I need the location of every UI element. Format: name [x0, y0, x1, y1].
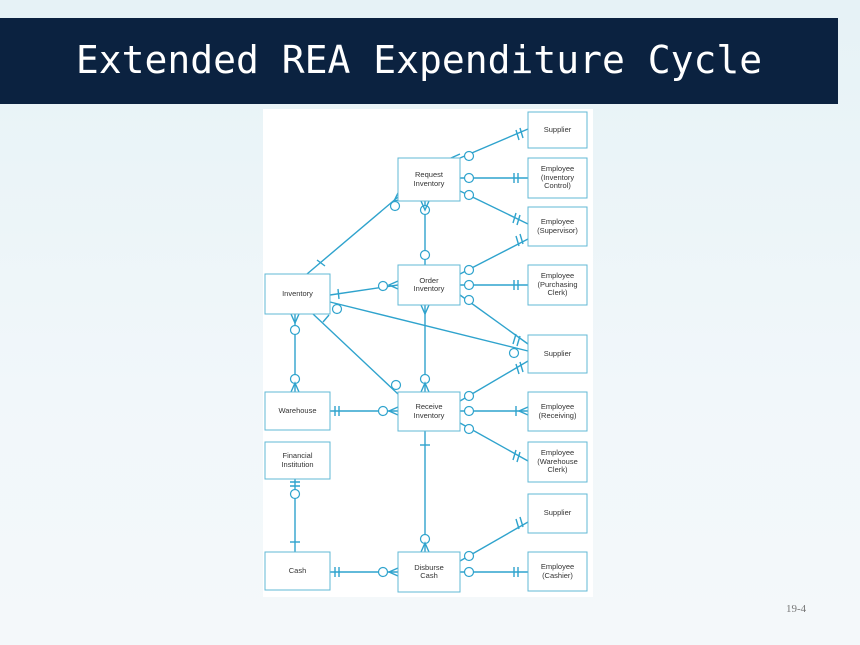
title-bar — [0, 18, 838, 104]
entity-request-inventory: Request Inventory — [413, 170, 445, 188]
entity-receive-inventory: Receive Inventory — [413, 402, 445, 420]
entity-warehouse: Warehouse — [278, 405, 317, 415]
rea-diagram: Supplier Request Inventory Employee (Inv… — [263, 109, 593, 597]
entity-disburse-cash: Disburse Cash — [414, 562, 444, 580]
entity-financial-institution: Financial Institution — [281, 451, 314, 469]
entity-supplier-top: Supplier — [543, 124, 572, 134]
page-number: 19-4 — [786, 603, 807, 615]
entity-supplier-mid: Supplier — [543, 348, 572, 358]
entity-employee-warehouse-clerk: Employee (Warehouse Clerk) — [537, 448, 578, 475]
entity-employee-purchasing-clerk: Employee (Purchasing Clerk) — [537, 271, 578, 298]
entity-order-inventory: Order Inventory — [413, 275, 445, 293]
diagram-canvas — [264, 111, 588, 593]
slide-title: Extended REA Expenditure Cycle — [75, 38, 763, 82]
entity-supplier-bottom: Supplier — [543, 508, 572, 518]
entity-employee-inventory-control: Employee (Inventory Control) — [540, 164, 575, 191]
entity-boxes — [264, 111, 588, 593]
entity-inventory: Inventory — [282, 288, 313, 298]
entity-employee-cashier: Employee (Cashier) — [540, 562, 575, 580]
entity-cash: Cash — [288, 565, 307, 575]
entity-employee-receiving: Employee (Receiving) — [538, 402, 577, 420]
entity-employee-supervisor: Employee (Supervisor) — [537, 217, 578, 235]
